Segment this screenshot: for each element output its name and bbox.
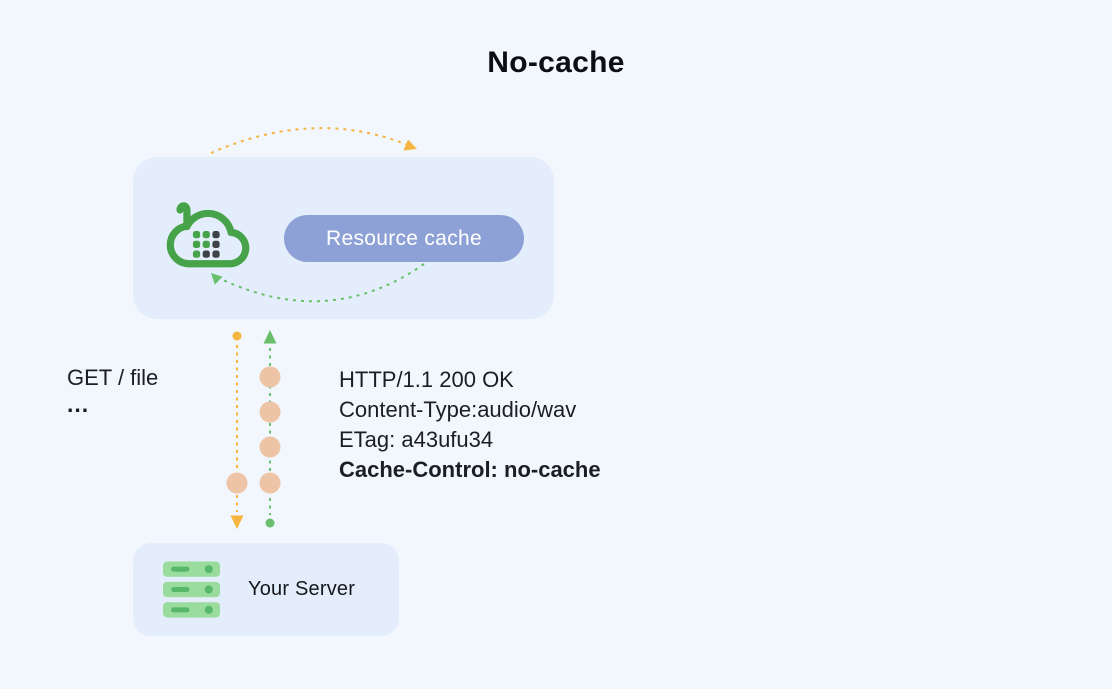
response-cache-control: Cache-Control: no-cache xyxy=(339,457,601,482)
cloud-outline xyxy=(166,209,250,268)
cloud-dot-grid xyxy=(192,231,220,258)
cloud-antenna xyxy=(176,202,191,231)
data-packet-dot xyxy=(259,366,281,388)
data-packet-dot xyxy=(226,472,248,494)
request-ellipsis: ... xyxy=(67,391,90,417)
request-flow-line xyxy=(230,331,244,529)
data-packet-dot xyxy=(259,401,281,423)
request-label: GET / file ... xyxy=(67,364,158,418)
server-icon xyxy=(163,561,220,618)
request-arrowhead xyxy=(230,515,244,529)
response-status-line: HTTP/1.1 200 OK xyxy=(339,367,514,392)
incoming-request-arc xyxy=(210,127,417,154)
response-line-start-dot xyxy=(265,518,275,528)
your-server-panel: Your Server xyxy=(133,543,399,636)
resource-cache-pill: Resource cache xyxy=(284,215,524,262)
resource-cache-label: Resource cache xyxy=(326,226,482,250)
request-line: GET / file xyxy=(67,365,159,390)
cache-cloud-icon xyxy=(166,202,250,268)
response-etag: ETag: a43ufu34 xyxy=(339,427,494,452)
response-content-type: Content-Type:audio/wav xyxy=(339,397,577,422)
data-packets xyxy=(226,366,281,494)
server-rack xyxy=(163,561,220,618)
server-label: Your Server xyxy=(248,578,356,600)
response-flow-line xyxy=(263,330,277,528)
response-arrowhead xyxy=(263,330,277,344)
data-packet-dot xyxy=(259,436,281,458)
response-headers: HTTP/1.1 200 OK Content-Type:audio/wav E… xyxy=(339,365,601,485)
request-line-start-dot xyxy=(232,331,242,341)
diagram-title: No-cache xyxy=(487,46,625,79)
data-packet-dot xyxy=(259,472,281,494)
